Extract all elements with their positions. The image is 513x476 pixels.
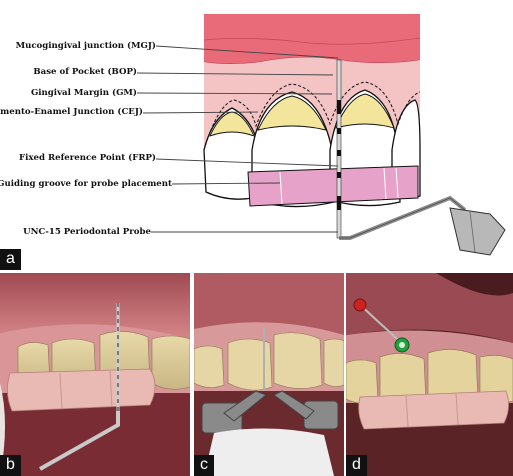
panel-tag-d: d [346, 455, 367, 476]
panel-a-schematic: Mucogingival junction (MGJ) Base of Pock… [0, 0, 513, 270]
panel-tag-a: a [0, 249, 21, 270]
label-mgj: Mucogingival junction (MGJ) [16, 41, 156, 51]
label-probe: UNC-15 Periodontal Probe [23, 227, 151, 237]
label-gm: Gingival Margin (GM) [31, 88, 137, 98]
clinical-photo-probe-insertion [0, 273, 190, 476]
panel-d-photo: d [346, 273, 513, 476]
panel-b-photo: b [0, 273, 190, 476]
label-groove: Guiding groove for probe placement [0, 179, 172, 189]
label-bop: Base of Pocket (BOP) [33, 67, 137, 77]
panel-c-photo: c [194, 273, 344, 476]
clinical-photo-stopper-probe [346, 273, 513, 476]
label-cej: Cemento-Enamel Junction (CEJ) [0, 107, 143, 117]
panel-tag-c: c [194, 455, 214, 476]
clinical-photo-stent-clamp [194, 273, 344, 476]
label-frp: Fixed Reference Point (FRP) [19, 153, 156, 163]
panel-tag-b: b [0, 455, 21, 476]
